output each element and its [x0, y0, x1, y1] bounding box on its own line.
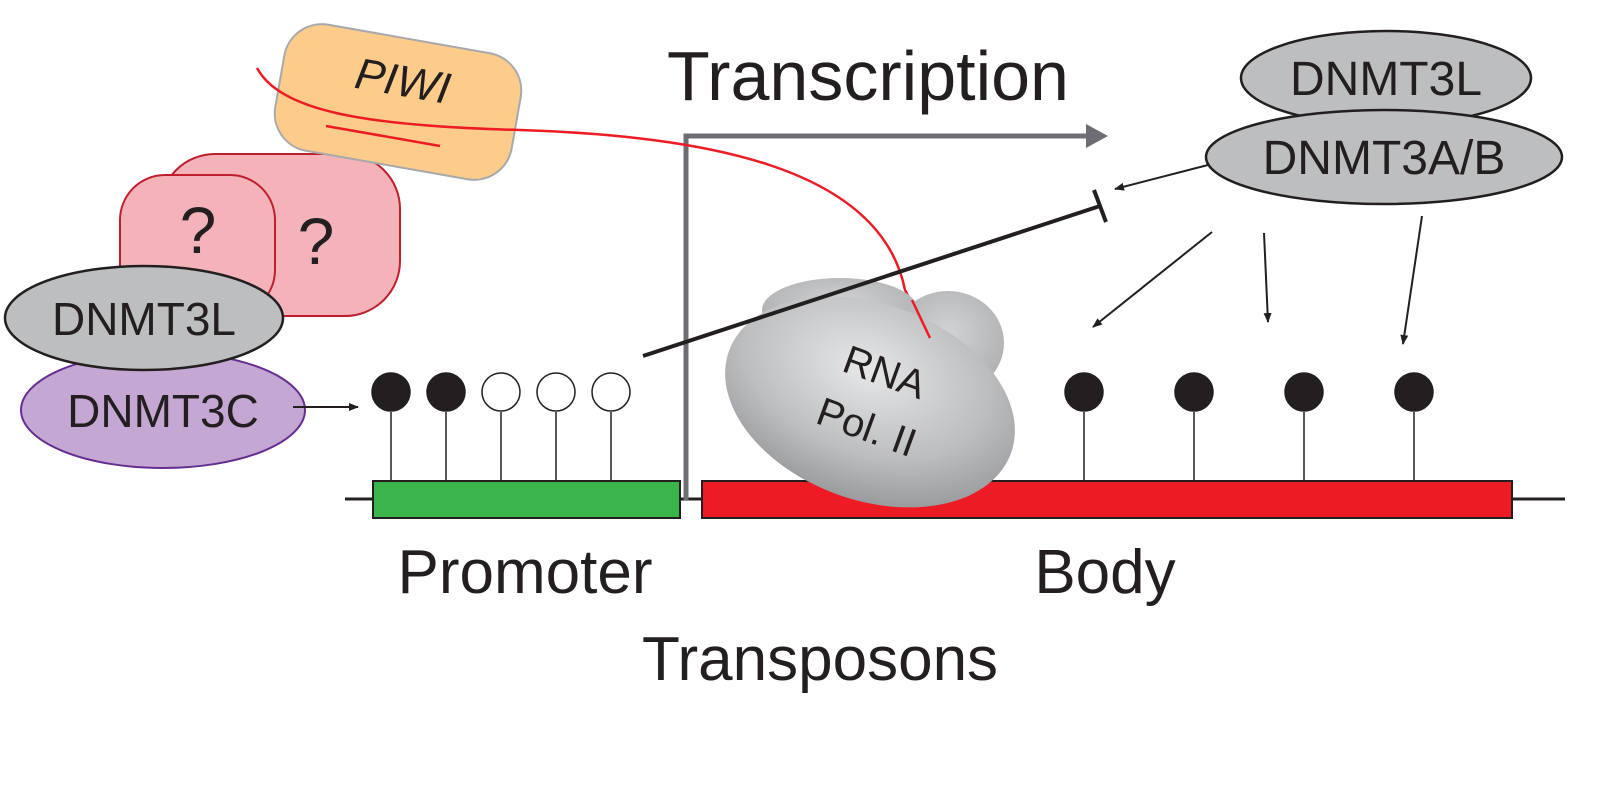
- promoter-unmethylated-cpg: [591, 372, 631, 412]
- promoter-cpg-sites: [371, 372, 631, 481]
- rna-polymerase-ii: [725, 278, 1015, 508]
- body-methylated-cpg: [1284, 372, 1324, 412]
- dnmt3c-label: DNMT3C: [67, 385, 259, 437]
- unknown-factor-label-1: ?: [180, 193, 217, 267]
- dnmt3l-body-label: DNMT3L: [1290, 53, 1482, 106]
- pirna-strand-over-pol: [910, 299, 932, 339]
- promoter-methylated-cpg: [371, 372, 411, 412]
- inhibition-bar: [1092, 189, 1108, 223]
- dnmt3ab-arrow-to-cpg-1: [1092, 231, 1213, 328]
- transcription-arrow: [683, 133, 1088, 500]
- transcription-label: Transcription: [667, 37, 1069, 115]
- inhibition-line: [642, 204, 1101, 358]
- body-methylated-cpg: [1394, 372, 1434, 412]
- dnmt3ab-enzyme: [1204, 108, 1564, 206]
- dnmt3ab-arrow-to-inhibition: [1114, 164, 1209, 191]
- body-methylated-cpg: [1064, 372, 1104, 412]
- promoter-region: [372, 480, 681, 519]
- transcription-arrowhead: [1086, 124, 1108, 148]
- body-cpg-sites: [1064, 372, 1434, 481]
- promoter-label: Promoter: [398, 538, 653, 607]
- promoter-methylated-cpg: [426, 372, 466, 412]
- pirna-strand: [255, 67, 932, 339]
- pirna-target-strand: [325, 124, 441, 148]
- unknown-factor-label-2: ?: [298, 204, 335, 278]
- transposons-label: Transposons: [642, 625, 998, 694]
- body-label: Body: [1034, 538, 1175, 607]
- piwi-protein: [273, 23, 523, 181]
- dnmt3l-promoter-label: DNMT3L: [52, 293, 236, 345]
- dnmt3ab-label: DNMT3A/B: [1263, 132, 1506, 185]
- dnmt3l-promoter-enzyme: [3, 264, 285, 372]
- promoter-unmethylated-cpg: [536, 372, 576, 412]
- body-methylated-cpg: [1174, 372, 1214, 412]
- promoter-unmethylated-cpg: [481, 372, 521, 412]
- dnmt3ab-arrow-to-cpg-3: [1400, 215, 1423, 345]
- dnmt3ab-arrow-to-cpg-2: [1263, 232, 1272, 323]
